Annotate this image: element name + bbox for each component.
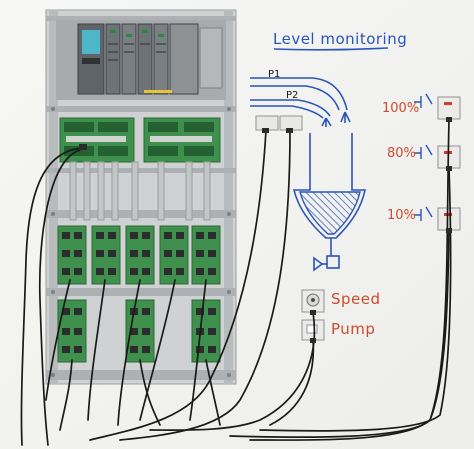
signal-cables	[20, 118, 452, 446]
speed-label: Speed	[331, 290, 381, 308]
level-10-label: 10%	[387, 208, 416, 223]
pump-label: Pump	[331, 320, 376, 338]
tank-liquid	[299, 191, 361, 235]
plc-display	[82, 30, 100, 54]
level-100-label: 100%	[382, 101, 420, 116]
sensor-p1-label: P1	[268, 69, 281, 80]
ribbon-cables	[69, 161, 211, 221]
level-80-label: 80%	[387, 146, 416, 161]
cable-plugs	[79, 117, 452, 343]
process-sketch	[250, 47, 389, 272]
whiteboard-title: Level monitoring	[273, 30, 408, 48]
level-switch-symbols	[414, 93, 433, 221]
terminal-boards	[59, 117, 221, 163]
plc-controller	[56, 20, 226, 100]
sensor-p2-label: P2	[286, 90, 299, 101]
